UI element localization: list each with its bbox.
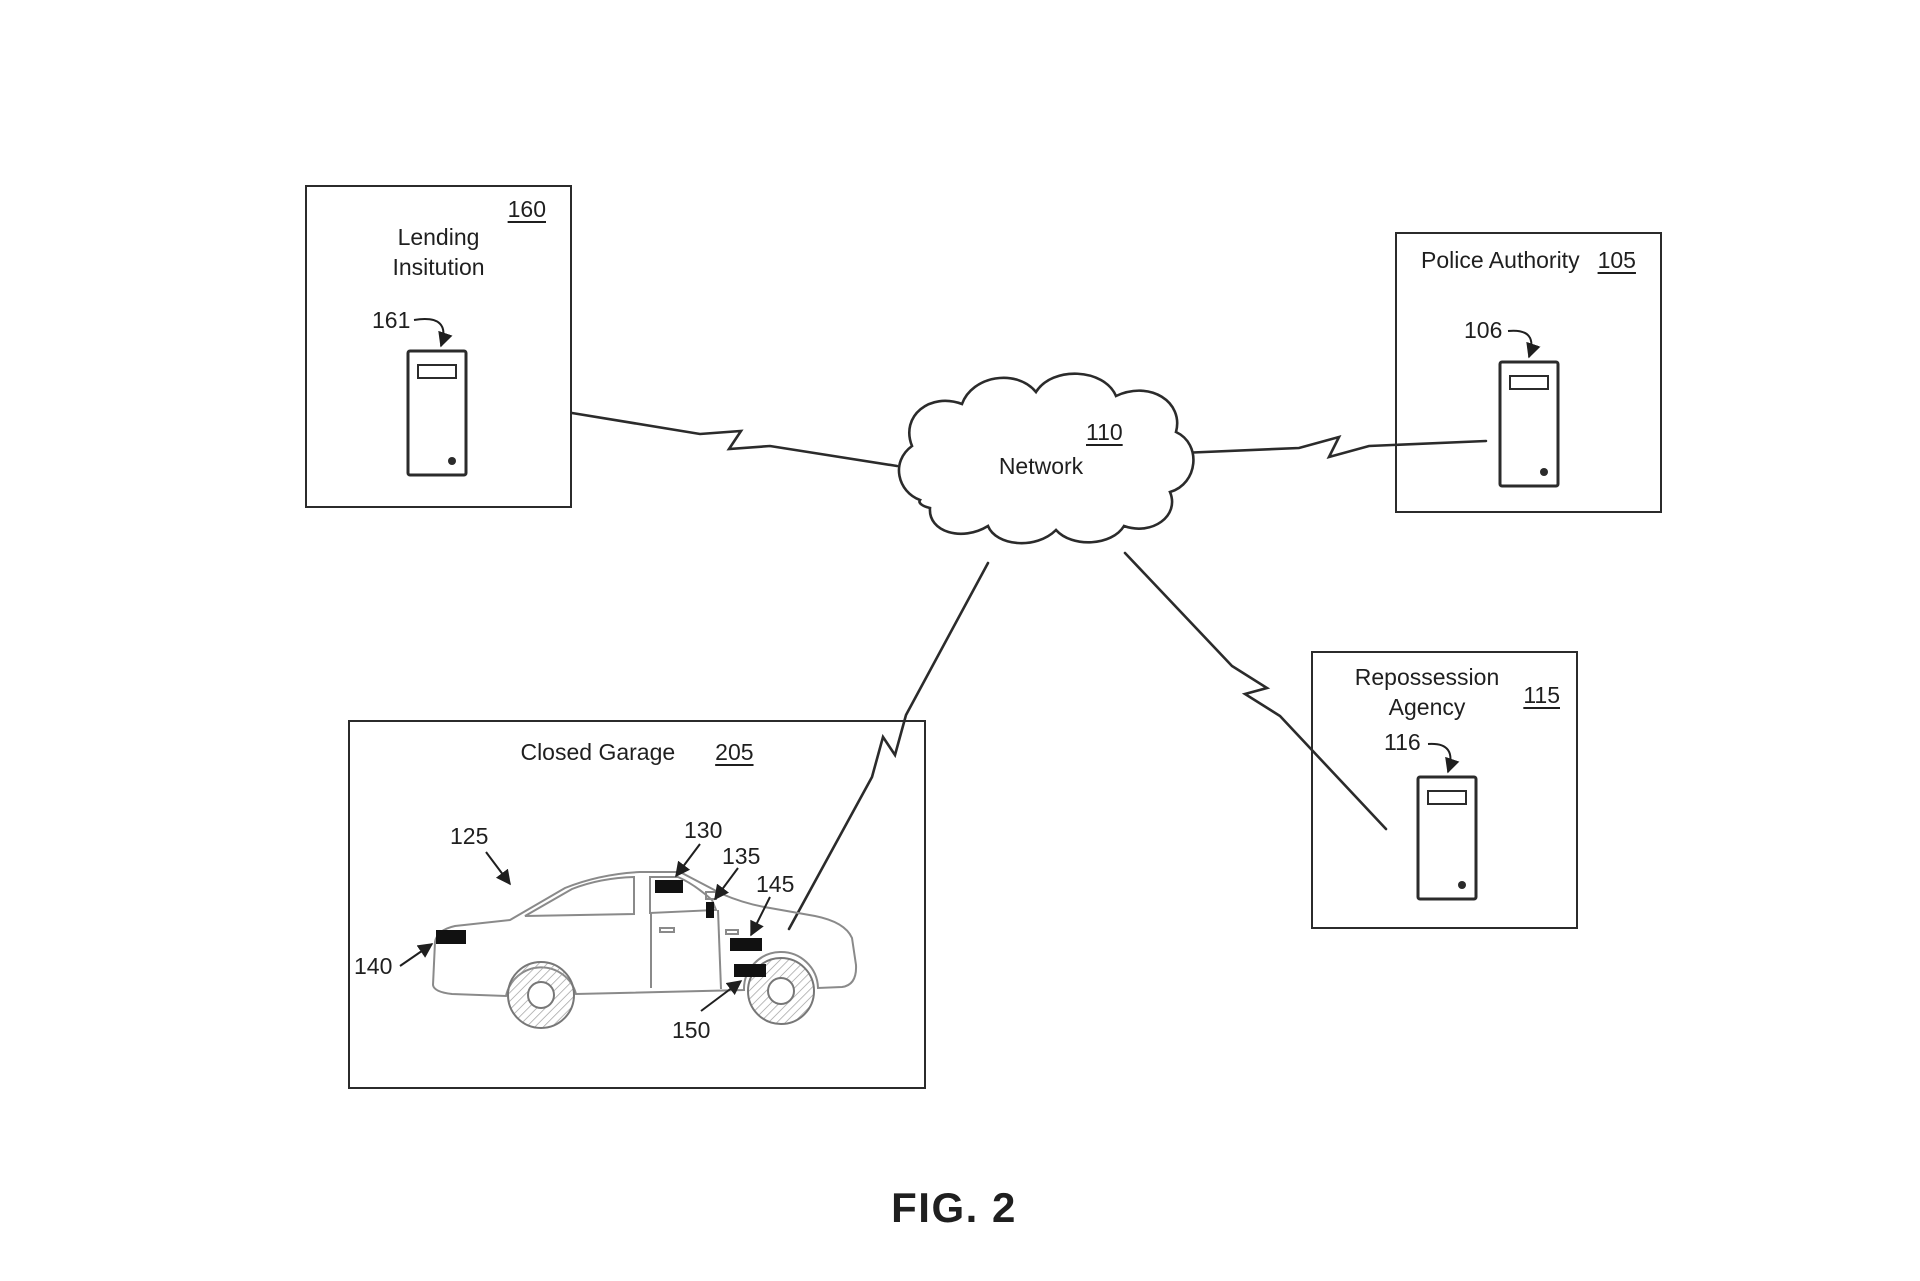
police-ref: 105 <box>1597 247 1636 273</box>
lightning-connector-network-garage <box>787 561 990 931</box>
lending-title-line2: Insitution <box>392 253 485 280</box>
lending-title-line1: Lending <box>397 224 480 250</box>
police-authority-box: Police Authority 105 <box>1395 232 1662 513</box>
car-rear-window <box>524 875 635 917</box>
repossession-title: Repossession Agency <box>1327 663 1527 723</box>
leader-arrow-140 <box>399 943 434 967</box>
car-label-135: 135 <box>722 843 761 869</box>
repossession-ref: 115 <box>1523 682 1560 708</box>
car-label-125: 125 <box>450 823 489 849</box>
police-title: Police Authority <box>1421 247 1580 273</box>
lending-computer-ref: 161 <box>372 307 411 333</box>
closed-garage-box: Closed Garage 205 <box>348 720 926 1089</box>
device-130 <box>655 880 683 893</box>
lightning-connector-network-police <box>1179 434 1488 460</box>
device-140 <box>436 930 466 944</box>
repossession-title-line2: Agency <box>1388 693 1466 720</box>
computer-icon <box>1416 775 1478 901</box>
car-front-hub <box>767 977 795 1005</box>
car-rear-hub <box>527 981 555 1009</box>
leader-arrow-150 <box>700 980 743 1012</box>
computer-icon <box>406 349 468 477</box>
network-cloud <box>897 372 1195 545</box>
repossession-title-line1: Repossession <box>1354 664 1500 690</box>
leader-arrow-116 <box>1427 742 1460 774</box>
repossession-agency-box: Repossession Agency 115 <box>1311 651 1578 929</box>
vehicle-illustration <box>431 871 858 1029</box>
network-label: Network <box>998 453 1084 479</box>
lending-title: Lending Insitution <box>307 223 570 283</box>
lending-ref: 160 <box>507 196 546 222</box>
leader-arrow-106 <box>1507 329 1541 359</box>
car-door-handle <box>659 927 675 933</box>
police-header: Police Authority 105 <box>1397 246 1660 276</box>
leader-arrow-135 <box>714 867 739 901</box>
network-ref: 110 <box>1086 419 1123 445</box>
leader-arrow-161 <box>413 318 453 348</box>
repossession-computer-ref: 116 <box>1384 729 1421 755</box>
police-computer-ref: 106 <box>1464 317 1503 343</box>
car-label-130: 130 <box>684 817 723 843</box>
lightning-connector-lending-network <box>570 411 899 468</box>
car-label-140: 140 <box>354 953 393 979</box>
computer-icon <box>1498 360 1560 488</box>
garage-header: Closed Garage 205 <box>350 738 924 768</box>
car-door-seam <box>717 909 722 990</box>
device-135 <box>706 902 714 918</box>
garage-ref: 205 <box>715 739 754 765</box>
leader-arrow-145 <box>750 896 771 937</box>
car-label-150: 150 <box>672 1017 711 1043</box>
car-door-handle <box>725 929 739 935</box>
leader-arrow-130 <box>675 843 701 878</box>
lending-institution-box: 160 Lending Insitution <box>305 185 572 508</box>
leader-arrow-125 <box>485 851 511 886</box>
lightning-connector-network-repossession <box>1123 551 1388 831</box>
car-front-window <box>649 876 718 915</box>
car-label-145: 145 <box>756 871 795 897</box>
device-150 <box>734 964 766 977</box>
figure-caption: FIG. 2 <box>891 1184 1017 1231</box>
device-145 <box>730 938 762 951</box>
garage-title: Closed Garage <box>520 739 676 765</box>
